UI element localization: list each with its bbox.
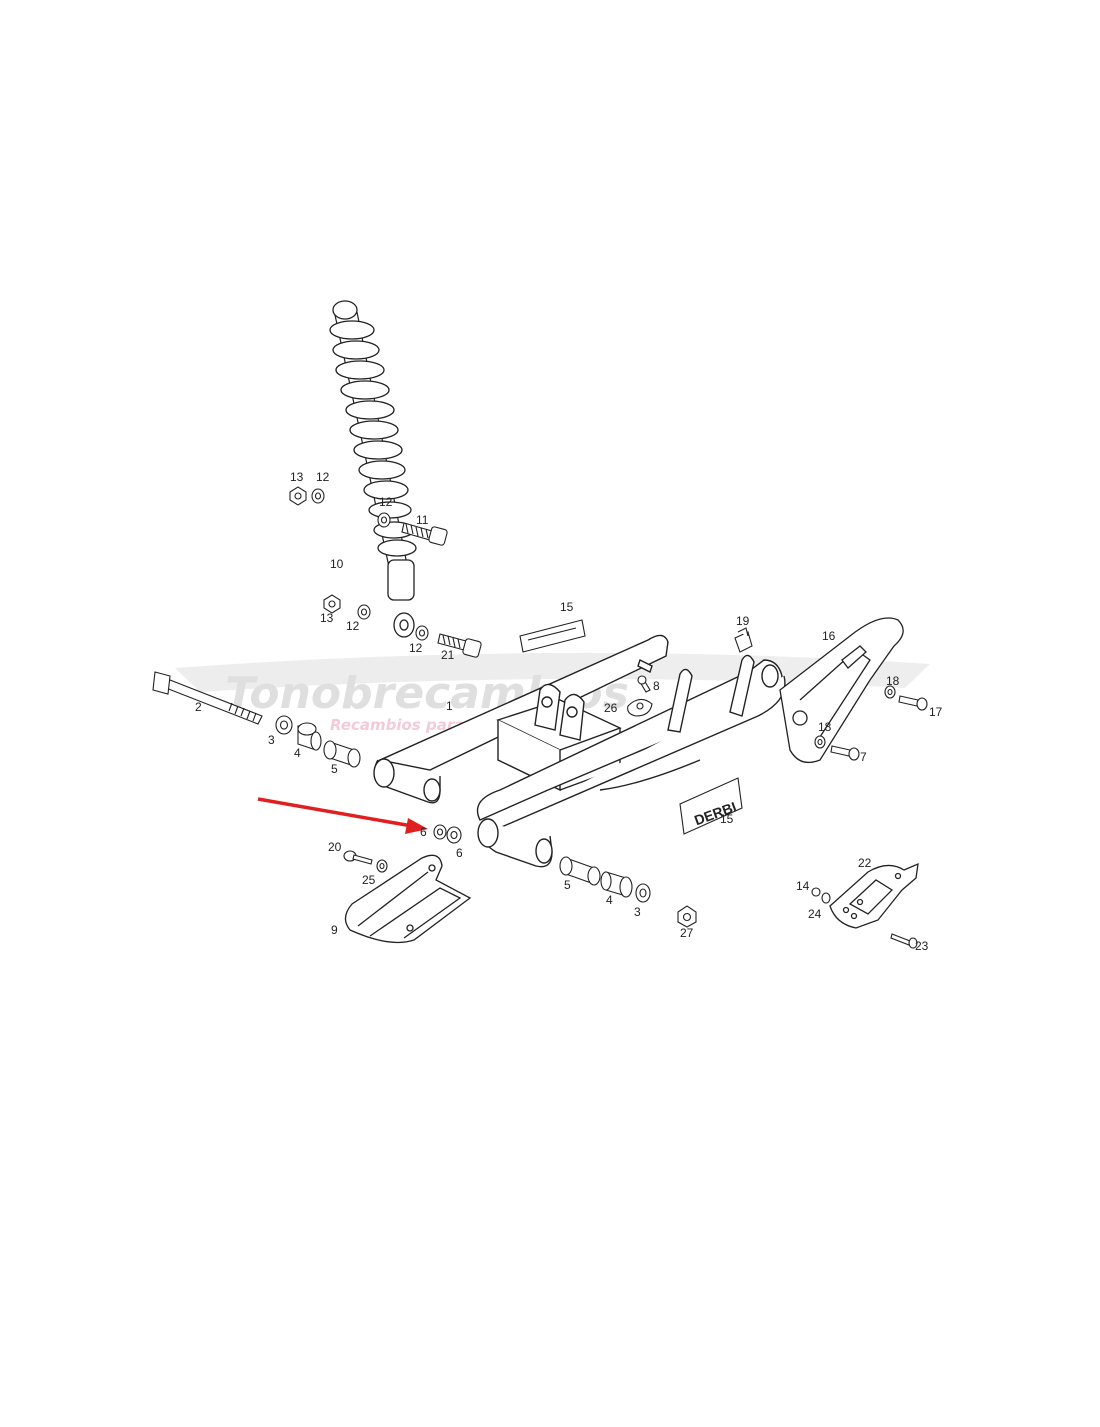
washer-3-right bbox=[635, 883, 651, 903]
decal-15-top bbox=[519, 619, 586, 653]
skid-plate-22 bbox=[829, 862, 919, 929]
washer-12-lower bbox=[357, 604, 371, 620]
label-4: 4 bbox=[294, 746, 301, 760]
label-11: 11 bbox=[416, 513, 429, 527]
washer-18-bottom bbox=[814, 735, 826, 749]
washer-6-right bbox=[446, 826, 462, 844]
label-18: 18 bbox=[886, 674, 900, 688]
label-5: 5 bbox=[331, 762, 338, 776]
bolt-21 bbox=[437, 633, 482, 658]
label-21: 21 bbox=[441, 648, 455, 662]
clip-26 bbox=[627, 698, 653, 717]
label-22: 22 bbox=[858, 856, 872, 870]
label-19: 19 bbox=[736, 614, 750, 628]
label-20: 20 bbox=[328, 840, 342, 854]
screw-23 bbox=[890, 933, 918, 949]
label-2: 2 bbox=[195, 700, 202, 714]
label-27: 27 bbox=[680, 926, 694, 940]
shock-absorber bbox=[329, 300, 417, 638]
label-3: 3 bbox=[268, 733, 275, 747]
screw-8 bbox=[637, 675, 651, 693]
label-16: 16 bbox=[822, 629, 836, 643]
label-6: 6 bbox=[420, 825, 427, 839]
chain-guard-16 bbox=[779, 617, 904, 764]
label-12: 12 bbox=[346, 619, 360, 633]
bolt-7 bbox=[830, 745, 860, 761]
washer-3-left bbox=[275, 715, 293, 735]
shock-spring bbox=[329, 320, 417, 557]
washer-24 bbox=[821, 892, 831, 904]
washer-6-left bbox=[433, 824, 447, 840]
nut-13-bottom bbox=[323, 594, 341, 614]
label-1: 1 bbox=[446, 699, 453, 713]
bolt-11 bbox=[401, 522, 448, 546]
swingarm-1 bbox=[373, 634, 786, 868]
label-10: 10 bbox=[330, 557, 344, 571]
washer-18-top bbox=[884, 685, 896, 699]
label-15: 15 bbox=[720, 812, 734, 826]
axle-bolt-2 bbox=[152, 671, 263, 725]
spacer-5-left bbox=[323, 740, 361, 768]
label-8: 8 bbox=[653, 679, 660, 693]
washer-12-top bbox=[311, 488, 325, 504]
washer-25 bbox=[376, 859, 388, 873]
label-4: 4 bbox=[606, 893, 613, 907]
label-25: 25 bbox=[362, 873, 376, 887]
label-6: 6 bbox=[456, 846, 463, 860]
label-18: 18 bbox=[818, 720, 832, 734]
nut-14 bbox=[811, 887, 821, 897]
chain-slider-9 bbox=[344, 854, 472, 944]
washer-12-mid bbox=[377, 512, 391, 528]
label-5: 5 bbox=[564, 878, 571, 892]
label-26: 26 bbox=[604, 701, 618, 715]
label-17: 17 bbox=[929, 705, 943, 719]
label-13: 13 bbox=[320, 611, 334, 625]
label-3: 3 bbox=[634, 905, 641, 919]
label-12: 12 bbox=[379, 495, 393, 509]
label-13: 13 bbox=[290, 470, 304, 484]
screw-20 bbox=[343, 850, 373, 865]
highlight-arrow bbox=[257, 797, 428, 834]
nut-27 bbox=[677, 905, 697, 928]
bushing-4-left bbox=[297, 722, 322, 751]
washer-12-bottom bbox=[415, 625, 429, 641]
label-9: 9 bbox=[331, 923, 338, 937]
label-12: 12 bbox=[409, 641, 423, 655]
label-12: 12 bbox=[316, 470, 330, 484]
spacer-5-right bbox=[559, 856, 601, 886]
label-15: 15 bbox=[560, 600, 574, 614]
label-23: 23 bbox=[915, 939, 929, 953]
label-24: 24 bbox=[808, 907, 822, 921]
clip-19 bbox=[734, 627, 753, 653]
callout-labels: 13 12 12 11 10 13 12 12 21 15 19 16 2 1 … bbox=[195, 470, 943, 953]
nut-13-top bbox=[289, 486, 307, 506]
label-14: 14 bbox=[796, 879, 810, 893]
bolt-17 bbox=[898, 695, 928, 711]
bushing-4-right bbox=[600, 871, 633, 898]
label-7: 7 bbox=[860, 750, 867, 764]
